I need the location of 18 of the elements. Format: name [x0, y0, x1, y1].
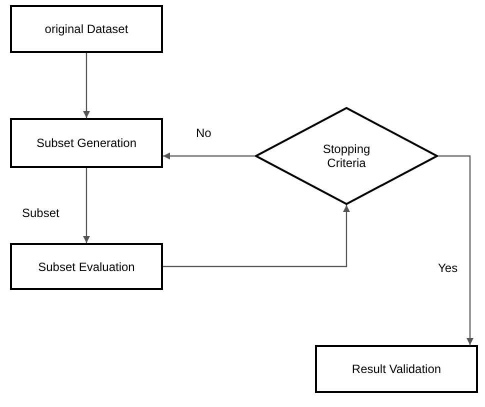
process-box — [10, 118, 163, 168]
node-label: Result Validation — [352, 362, 442, 376]
decision-diamond — [255, 107, 438, 205]
arrow — [163, 152, 255, 160]
arrow — [163, 205, 350, 268]
node-label: Subset Evaluation — [38, 260, 135, 274]
process-box — [315, 345, 478, 393]
node-label: Stopping Criteria — [322, 142, 372, 170]
edge-label: Yes — [436, 261, 460, 275]
arrow — [82, 168, 90, 243]
arrow — [82, 53, 90, 118]
node-label: Subset Generation — [36, 136, 137, 150]
process-box — [10, 243, 163, 290]
process-box — [10, 5, 163, 53]
edge-label: No — [194, 126, 214, 140]
node-label: original Dataset — [44, 22, 128, 36]
edge-label: Subset — [20, 206, 62, 220]
arrow — [438, 155, 474, 345]
